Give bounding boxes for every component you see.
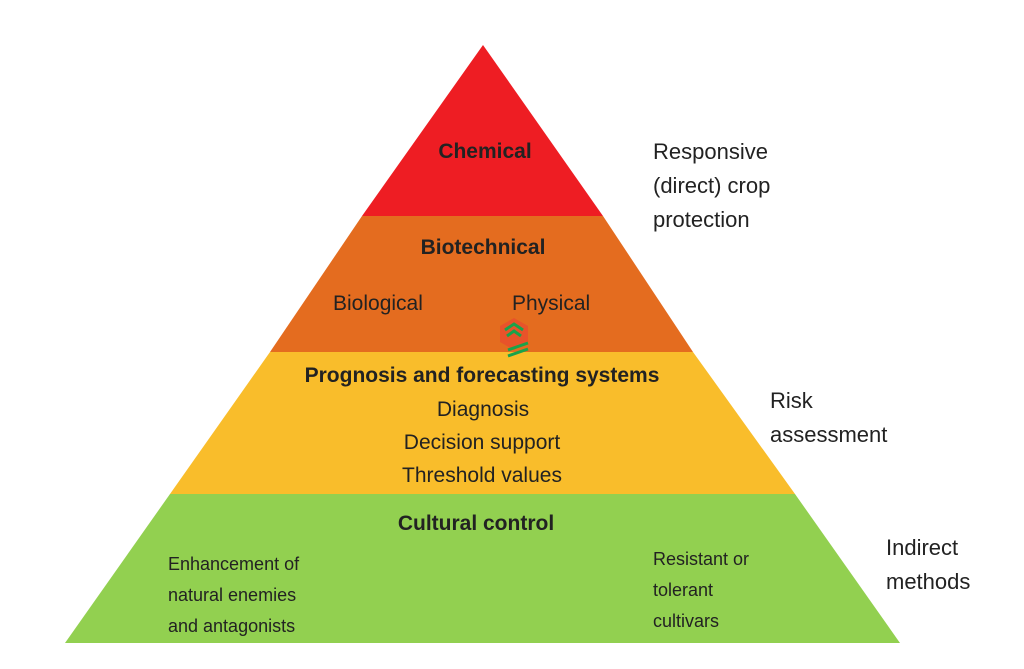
line: Indirect	[886, 535, 959, 560]
line: Enhancement of	[168, 554, 300, 574]
line: (direct) crop	[653, 173, 771, 198]
prognosis-item: Diagnosis	[436, 398, 530, 421]
watermark-logo-icon	[500, 318, 529, 358]
side-label-indirect: Indirect methods	[886, 531, 970, 599]
line: Risk	[770, 388, 813, 413]
cultural-title: Cultural control	[397, 512, 555, 535]
line: cultivars	[653, 611, 720, 631]
side-label-responsive: Responsive (direct) crop protection	[653, 135, 770, 237]
physical-label: Physical	[512, 292, 591, 315]
prognosis-title: Prognosis and forecasting systems	[304, 364, 660, 387]
biotechnical-title: Biotechnical	[420, 236, 546, 259]
cultural-right-text: Resistant or tolerant cultivars	[653, 544, 749, 637]
line: Resistant or	[653, 549, 750, 569]
line: tolerant	[653, 580, 714, 600]
layer-chemical	[362, 45, 603, 216]
line: assessment	[770, 422, 888, 447]
line: methods	[886, 569, 971, 594]
biological-label: Biological	[333, 292, 423, 315]
side-label-risk: Risk assessment	[770, 384, 887, 452]
cultural-left-text: Enhancement of natural enemies and antag…	[168, 549, 299, 642]
layer-prognosis	[170, 352, 795, 494]
chemical-title: Chemical	[438, 140, 532, 163]
prognosis-item: Decision support	[403, 431, 561, 454]
line: natural enemies	[168, 585, 297, 605]
line: and antagonists	[168, 616, 296, 636]
line: Responsive	[653, 139, 768, 164]
line: protection	[653, 207, 750, 232]
layer-biotechnical	[270, 216, 693, 352]
layer-cultural	[65, 494, 900, 643]
prognosis-item: Threshold values	[402, 464, 562, 487]
